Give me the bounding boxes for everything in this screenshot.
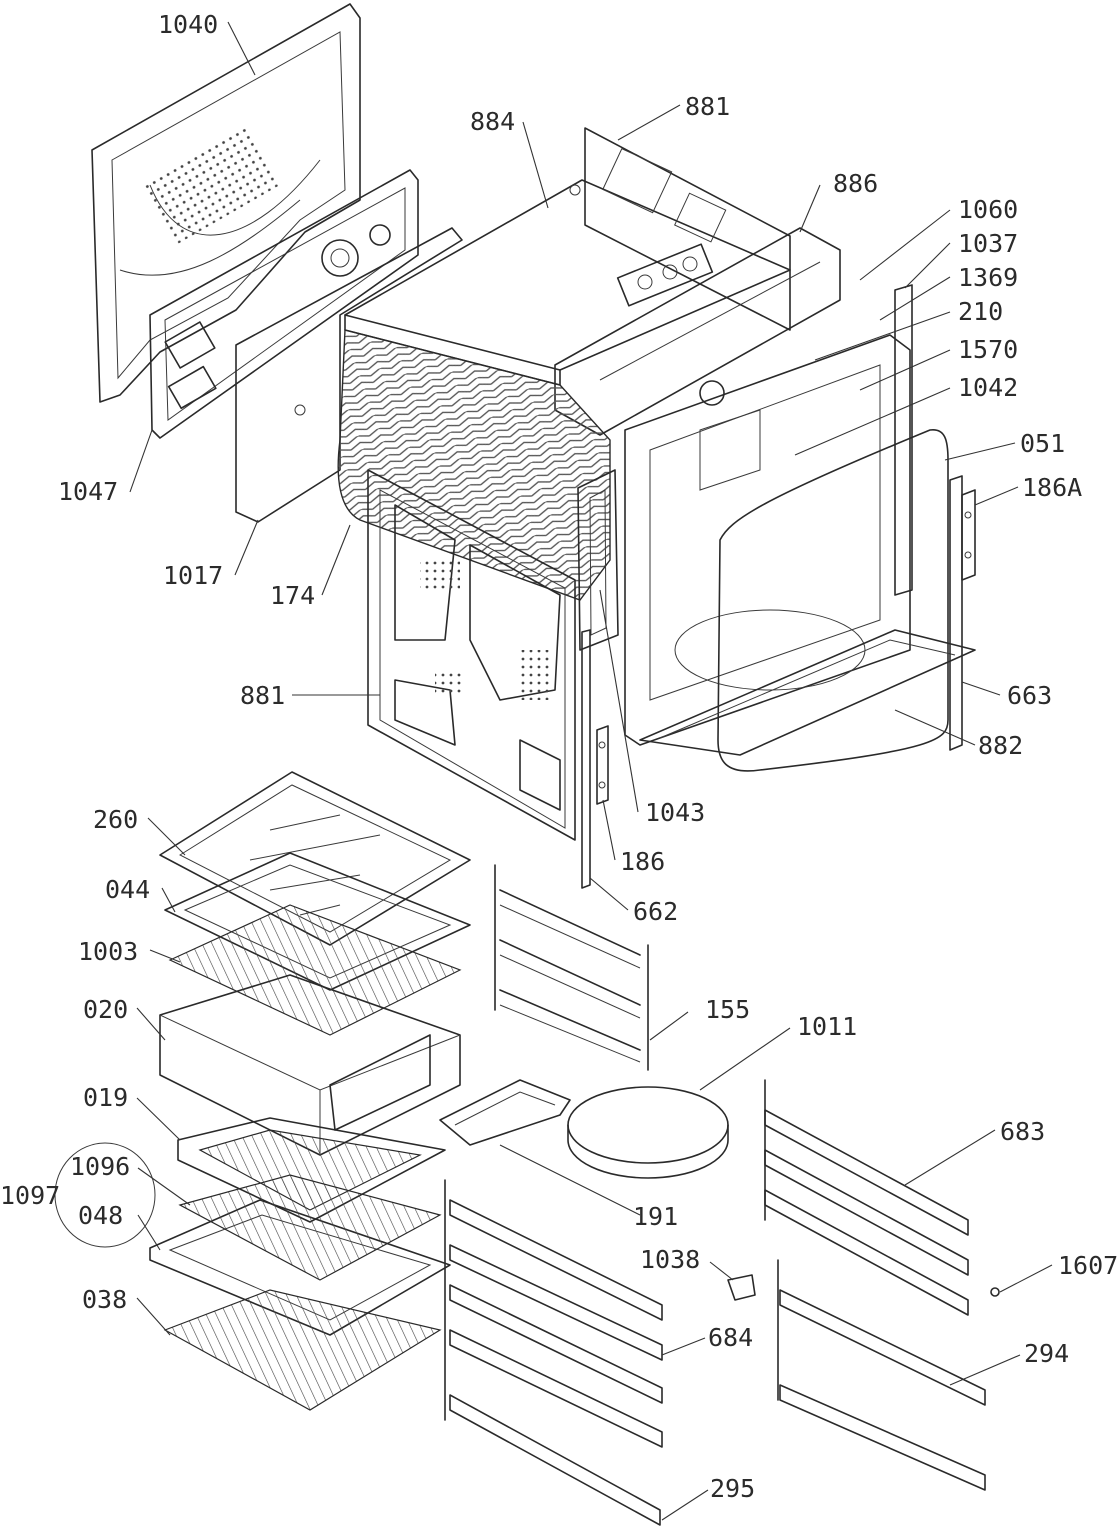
callout-1038: 1038	[640, 1245, 700, 1274]
callout-1047: 1047	[58, 477, 118, 506]
callout-044: 044	[105, 875, 150, 904]
hinge-bracket-186	[596, 725, 609, 805]
bottom-frame-882	[639, 629, 976, 756]
callout-294: 294	[1024, 1339, 1069, 1368]
callout-210: 210	[958, 297, 1003, 326]
callout-1369: 1369	[958, 263, 1018, 292]
hinge-662	[581, 629, 591, 889]
rails-684	[444, 1179, 663, 1448]
grid-tray-1003	[168, 904, 462, 1036]
grill-rack-038	[163, 1289, 442, 1411]
callout-295: 295	[710, 1474, 755, 1503]
callout-881-top: 881	[685, 92, 730, 121]
callout-884: 884	[470, 107, 515, 136]
clip-1038	[727, 1274, 756, 1301]
rails-294	[777, 1259, 986, 1491]
callout-881-side: 881	[240, 681, 285, 710]
callout-1060: 1060	[958, 195, 1018, 224]
group-ring-1097	[54, 1142, 156, 1248]
callout-048: 048	[78, 1201, 123, 1230]
door-gasket-051	[717, 429, 949, 772]
callout-038: 038	[82, 1285, 127, 1314]
callout-191: 191	[633, 1202, 678, 1231]
callout-882: 882	[978, 731, 1023, 760]
hinge-663	[949, 475, 963, 751]
callout-886: 886	[833, 169, 878, 198]
callout-labels: 1040 884 881 886 1060 1037 1369 210 1570…	[0, 10, 1118, 1503]
callout-020: 020	[83, 995, 128, 1024]
wire-rack-1096	[178, 1174, 442, 1281]
insulation-wrap-174	[337, 329, 611, 601]
callout-186: 186	[620, 847, 665, 876]
callout-174: 174	[270, 581, 315, 610]
side-rack-155	[494, 864, 649, 1071]
callout-1043: 1043	[645, 798, 705, 827]
hinge-bracket-186A	[961, 489, 976, 581]
telescopic-rails-683	[764, 1079, 969, 1316]
callout-1097: 1097	[0, 1181, 60, 1210]
callout-1096: 1096	[70, 1152, 130, 1181]
callout-684: 684	[708, 1323, 753, 1352]
stone-holder-191	[439, 1079, 571, 1146]
side-panel-881-right	[584, 127, 791, 331]
callout-186A: 186A	[1022, 473, 1082, 502]
callout-683: 683	[1000, 1117, 1045, 1146]
callout-1017: 1017	[163, 561, 223, 590]
callout-019: 019	[83, 1083, 128, 1112]
callout-1042: 1042	[958, 373, 1018, 402]
callout-1607: 1607	[1058, 1251, 1118, 1280]
rear-panel-1040	[91, 3, 361, 403]
callout-663: 663	[1007, 681, 1052, 710]
callout-1011: 1011	[797, 1012, 857, 1041]
callout-051: 051	[1020, 429, 1065, 458]
pizza-stone-1011	[567, 1086, 729, 1179]
callout-1037: 1037	[958, 229, 1018, 258]
callout-1003: 1003	[78, 937, 138, 966]
callout-1570: 1570	[958, 335, 1018, 364]
leader-lines	[129, 21, 1053, 1521]
screw-1607	[990, 1287, 1000, 1297]
callout-662: 662	[633, 897, 678, 926]
callout-155: 155	[705, 995, 750, 1024]
callout-1040: 1040	[158, 10, 218, 39]
rail-295	[449, 1394, 661, 1526]
insulation-panel-1017	[235, 227, 463, 523]
side-panel-881-left	[367, 469, 576, 841]
callout-260: 260	[93, 805, 138, 834]
